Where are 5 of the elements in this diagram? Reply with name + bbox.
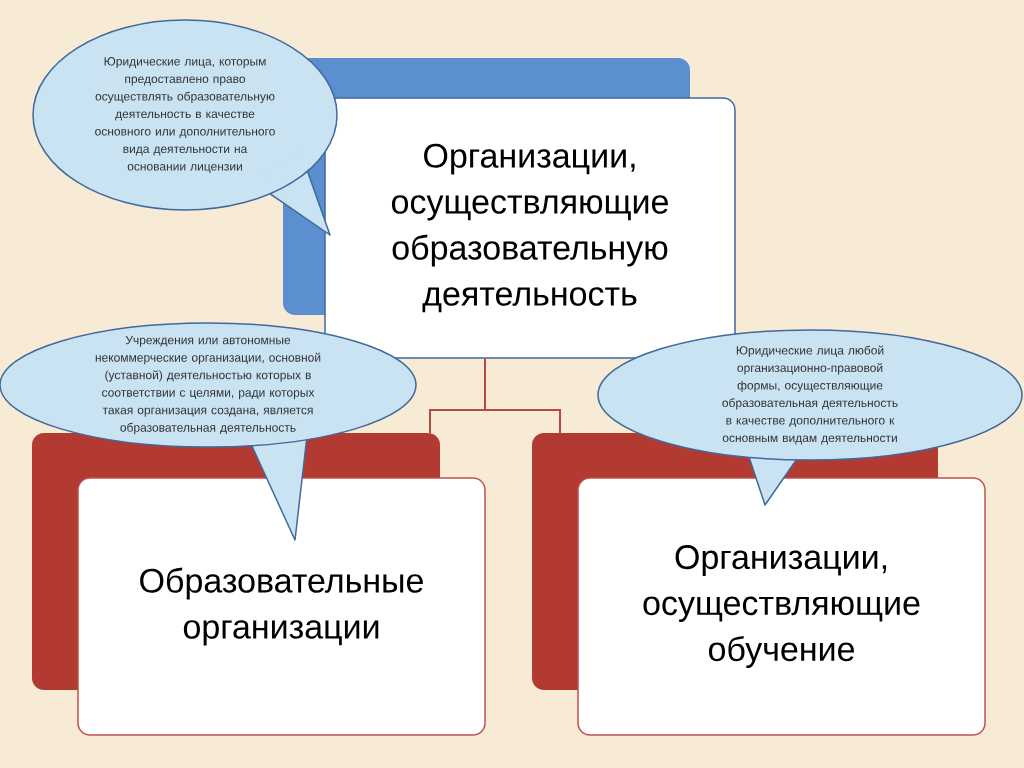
speech-bubble: Учреждения или автономные некоммерческие организации, основной (уставной) деятельностью которых в соответствии с целями, ради которых такая организация создана, является образовательная деятельность	[0, 322, 417, 541]
speech-bubble: Юридические лица, которым предоставлено право осуществлять образовательную деятельность в качестве основного или дополнительного вида деятельности на основании лицензии	[32, 19, 338, 236]
connector-line	[484, 357, 561, 434]
speech-bubble: Юридические лица любой организационно-правовой формы, осуществляющие образовательная деятельность в качестве дополнительного к основным видам деятельности	[597, 329, 1023, 506]
box: Образовательные организации	[32, 433, 486, 736]
